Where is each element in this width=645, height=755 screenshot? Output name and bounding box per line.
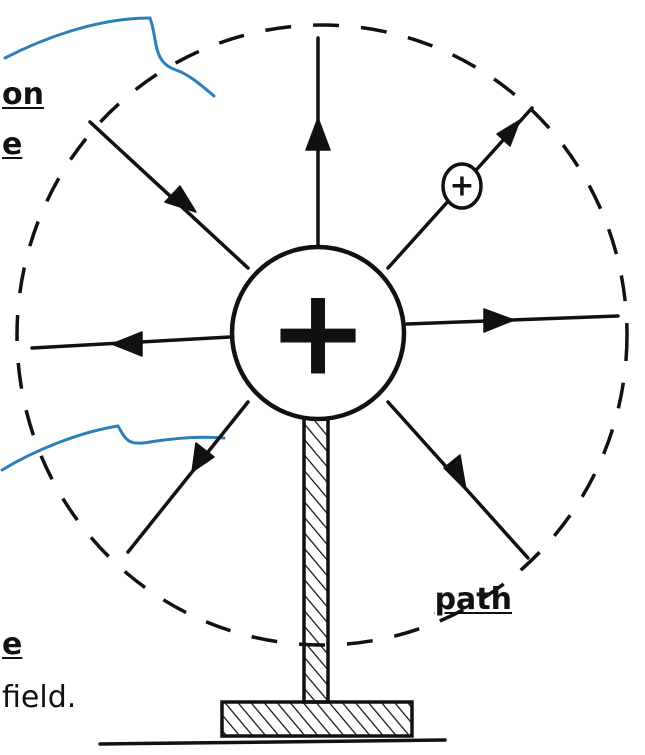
label-field: field. xyxy=(2,683,76,713)
test-charge-symbol: + xyxy=(449,169,474,204)
central-charge-symbol: + xyxy=(268,264,369,403)
arrowhead-upper-left xyxy=(165,186,196,212)
ground-line xyxy=(100,740,445,744)
base-block xyxy=(100,702,445,744)
label-e-top: e xyxy=(2,130,22,160)
arrowhead-lower-right xyxy=(444,455,466,490)
test-positive-charge: + xyxy=(443,164,481,208)
insulating-stand xyxy=(304,418,328,702)
arrowhead-left xyxy=(112,332,142,356)
arrowhead-right xyxy=(484,309,514,332)
stand-rod xyxy=(304,418,328,702)
label-e-bottom: e xyxy=(2,630,22,660)
field-line-upper-left xyxy=(90,122,248,268)
field-line-lower-left xyxy=(128,402,248,552)
blue-annotation-stroke-bottom xyxy=(2,426,224,470)
label-on: on xyxy=(2,80,44,110)
positive-charge-sphere: + xyxy=(232,247,404,419)
base-block-body xyxy=(222,702,412,736)
arrowhead-up xyxy=(306,118,330,150)
label-path: path xyxy=(435,585,512,615)
